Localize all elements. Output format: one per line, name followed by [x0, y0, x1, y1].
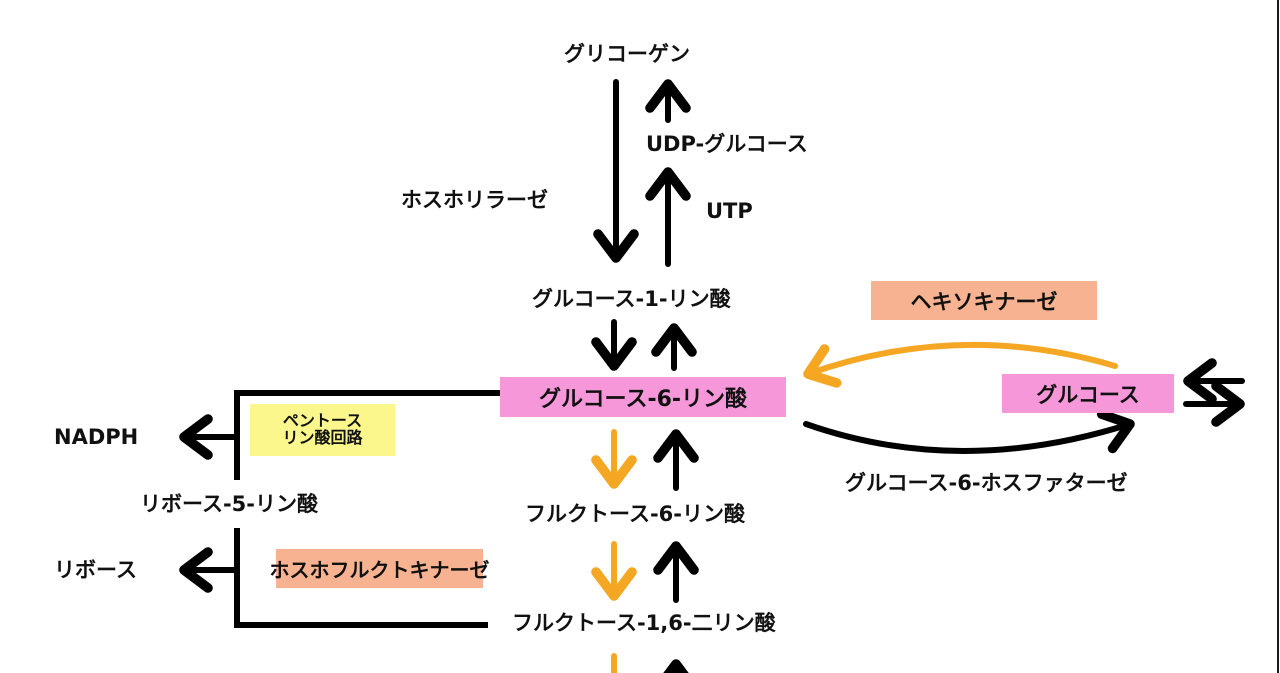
right-border	[1277, 0, 1279, 673]
pathway-ppp: ペントース リン酸回路	[250, 404, 395, 456]
node-glycogen: グリコーゲン	[564, 42, 690, 66]
node-g1p: グルコース-1-リン酸	[532, 287, 731, 311]
node-glucose: グルコース	[1002, 374, 1174, 413]
enzyme-hexokinase-label: ヘキソキナーゼ	[910, 289, 1058, 314]
node-glucose-label: グルコース	[1036, 382, 1140, 407]
label-utp: UTP	[706, 199, 753, 223]
node-ribose: リボース	[54, 558, 137, 582]
node-nadph: NADPH	[54, 425, 139, 449]
pathway-ppp-line2: リン酸回路	[282, 428, 363, 447]
arrow-hexokinase	[803, 341, 1118, 388]
arrow-g6pase	[803, 409, 1135, 454]
pathway-ppp-line1: ペントース	[282, 411, 363, 431]
node-f16bp: フルクトース-1,6-二リン酸	[512, 611, 776, 635]
node-f6p: フルクトース-6-リン酸	[525, 502, 745, 526]
enzyme-g6pase: グルコース-6-ホスファターゼ	[845, 471, 1128, 495]
enzyme-pfk: ホスホフルクトキナーゼ	[270, 549, 490, 588]
enzyme-hexokinase: ヘキソキナーゼ	[871, 281, 1097, 320]
ribose-branch-line	[234, 528, 488, 628]
node-g6p-label: グルコース-6-リン酸	[538, 387, 748, 412]
enzyme-phosphorylase: ホスホリラーゼ	[401, 188, 548, 212]
node-udp-glucose: UDP-グルコース	[646, 132, 808, 156]
node-r5p: リボース-5-リン酸	[140, 492, 318, 516]
ppp-branch-line	[234, 390, 501, 480]
enzyme-pfk-label: ホスホフルクトキナーゼ	[269, 558, 490, 582]
node-g6p: グルコース-6-リン酸	[500, 377, 786, 417]
